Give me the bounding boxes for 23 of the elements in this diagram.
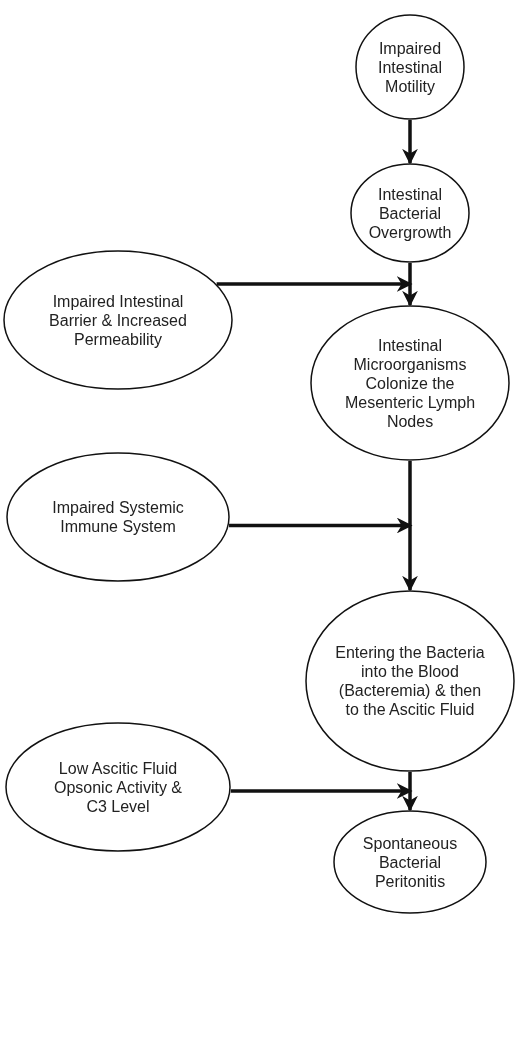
- process-ellipse: [3, 250, 233, 390]
- arrow: [402, 263, 418, 307]
- arrow: [229, 517, 413, 534]
- process-ellipse: [305, 590, 515, 772]
- arrow: [402, 772, 418, 812]
- process-ellipse: [5, 722, 231, 852]
- arrow: [402, 461, 418, 592]
- process-ellipse: [355, 14, 465, 120]
- node-label: Low Ascitic Fluid Opsonic Activity & C3 Level: [52, 758, 183, 816]
- process-ellipse: [6, 452, 230, 582]
- node-label: Impaired Intestinal Barrier & Increased Permeability: [48, 291, 188, 349]
- node-label: Impaired Systemic Immune System: [51, 498, 185, 536]
- node-label: Spontaneous Bacterial Peritonitis: [361, 833, 459, 891]
- arrow: [216, 276, 413, 292]
- arrow: [402, 120, 418, 165]
- process-ellipse: [333, 810, 487, 914]
- process-ellipse: [350, 163, 470, 263]
- node-label: Intestinal Bacterial Overgrowth: [367, 184, 453, 242]
- arrow: [230, 783, 413, 799]
- node-label: Impaired Intestinal Motility: [376, 38, 443, 96]
- process-ellipse: [310, 305, 510, 461]
- node-label: Entering the Bacteria into the Blood (Bacteremia) & then to the Ascitic Fluid: [335, 643, 485, 719]
- node-label: Intestinal Microorganisms Colonize the Mesenteric Lymph Nodes: [343, 335, 477, 431]
